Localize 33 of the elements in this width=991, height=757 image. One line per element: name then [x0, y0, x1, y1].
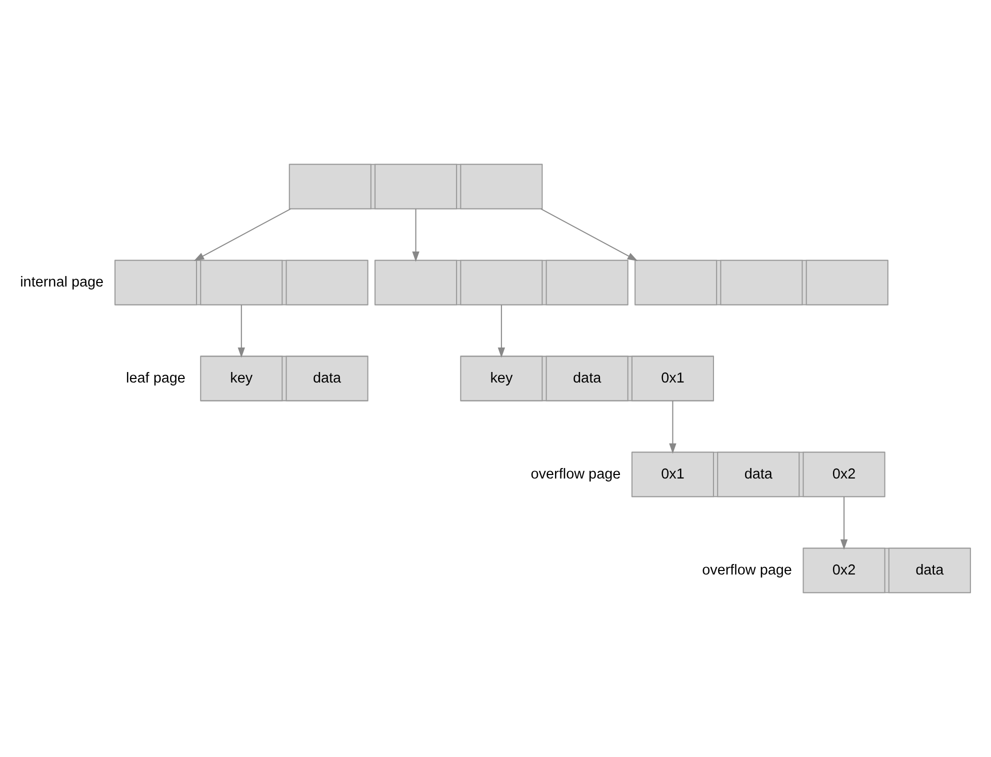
node-box [546, 260, 628, 306]
node-box [460, 164, 543, 210]
node-box: data [286, 356, 368, 402]
arrow [540, 208, 638, 262]
node-box [374, 164, 458, 210]
node-box [200, 260, 283, 306]
arrow [194, 208, 291, 262]
label: leaf page [126, 370, 186, 386]
node-box: key [200, 356, 283, 402]
node-box [806, 260, 888, 306]
node-box: 0x2 [802, 452, 886, 498]
label: internal page [20, 274, 104, 290]
node-box [460, 260, 543, 306]
arrow [412, 208, 420, 262]
node-box: data [888, 548, 971, 594]
node-box: data [717, 452, 800, 498]
node-box: key [460, 356, 543, 402]
arrow [669, 400, 676, 454]
arrow [238, 304, 246, 358]
label: overflow page [530, 466, 621, 482]
node-box [288, 164, 372, 210]
node-box [286, 260, 368, 306]
node-box: 0x1 [631, 356, 714, 402]
arrow [840, 496, 848, 550]
node-box: 0x1 [631, 452, 714, 498]
arrow [498, 304, 506, 358]
node-box: 0x2 [802, 548, 886, 594]
node-box [720, 260, 803, 306]
node-box [634, 260, 718, 306]
node-box [114, 260, 198, 306]
node-box: data [546, 356, 628, 402]
node-box [374, 260, 458, 306]
label: overflow page [702, 562, 792, 578]
